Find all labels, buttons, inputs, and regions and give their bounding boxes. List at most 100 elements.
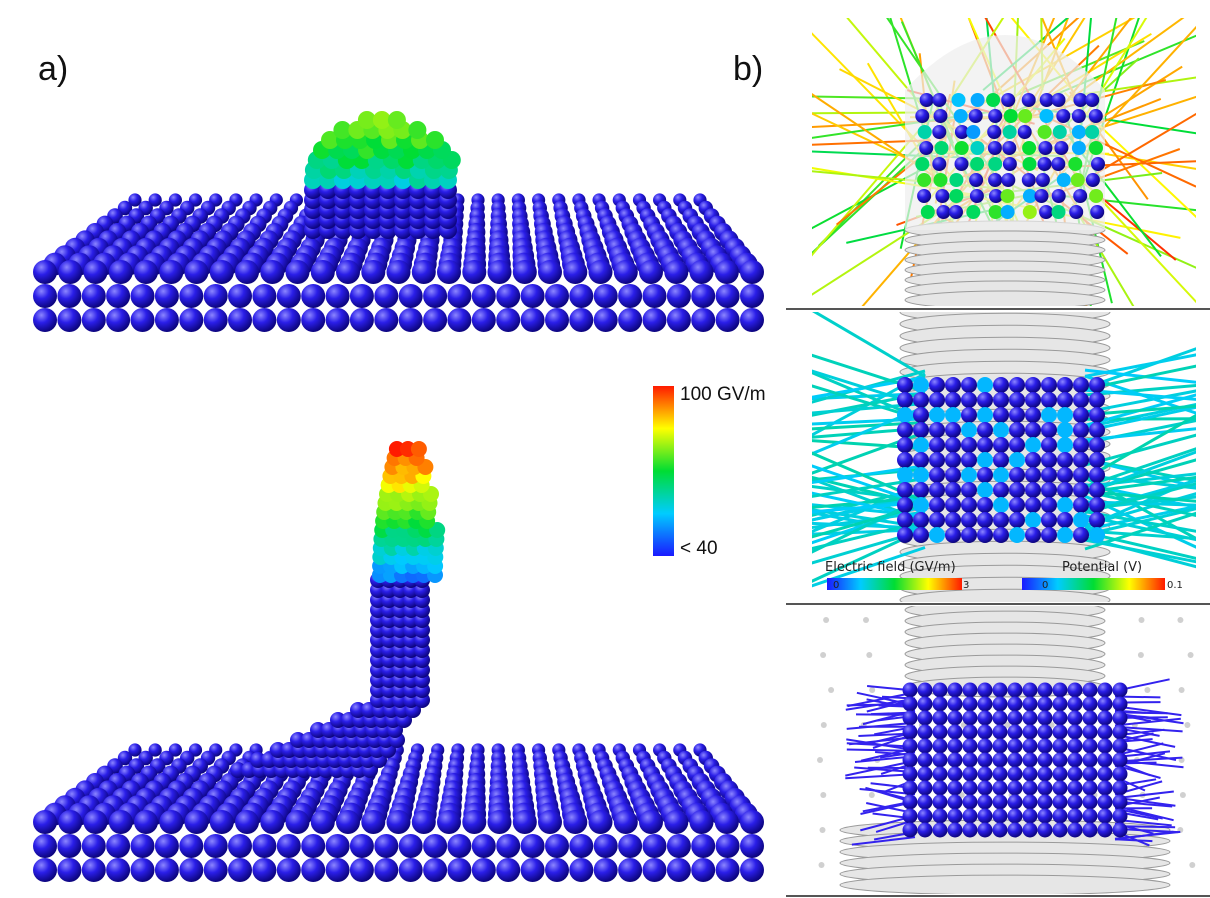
neck-atom <box>945 422 961 438</box>
slab-atom <box>715 858 740 882</box>
field-line <box>812 402 926 415</box>
neck-atom <box>961 467 977 483</box>
slab-atom <box>691 834 716 858</box>
field-line <box>1084 347 1196 390</box>
slab-atom <box>179 858 204 882</box>
field-line <box>1084 405 1196 433</box>
slab-atom <box>715 308 740 332</box>
neck-atom <box>1037 738 1053 754</box>
slab-atom <box>462 810 487 834</box>
slab-atom <box>106 308 131 332</box>
neck-atom <box>929 392 945 408</box>
tip-atom <box>915 109 930 123</box>
slab-atom <box>398 308 423 332</box>
tip-atom <box>1000 189 1015 203</box>
neck-atom <box>929 527 945 543</box>
field-line <box>1078 148 1196 170</box>
tip-atom <box>1090 205 1105 219</box>
slab-atom <box>285 260 310 284</box>
slab-atom <box>691 858 716 882</box>
tip-atom <box>1017 125 1032 139</box>
slab-atom <box>496 858 521 882</box>
background-atom <box>958 792 965 798</box>
potential-colorbar <box>1022 578 1165 590</box>
neck-atom <box>945 452 961 468</box>
neck-atom <box>1022 808 1038 824</box>
tip-atom <box>1085 93 1100 107</box>
field-line <box>1084 511 1196 551</box>
slab-atom <box>664 260 689 284</box>
neck-atom <box>290 732 306 748</box>
neck-atom <box>993 437 1009 453</box>
neck-atom <box>945 512 961 528</box>
neck-atom <box>1041 527 1057 543</box>
neck-atom <box>932 724 948 740</box>
neck-atom <box>913 497 929 513</box>
slab-atom <box>642 308 667 332</box>
tip-atom <box>1085 173 1100 187</box>
neck-atom <box>961 497 977 513</box>
neck-atom <box>1041 512 1057 528</box>
neck-atom <box>1009 452 1025 468</box>
neck-atom <box>977 482 993 498</box>
slab-atom <box>81 308 106 332</box>
slab-atom <box>512 810 537 834</box>
background-atom <box>1177 617 1184 623</box>
tip-atom <box>1039 205 1054 219</box>
neck-atom <box>1052 752 1068 768</box>
tip-atom <box>988 109 1003 123</box>
tip-atom <box>954 125 969 139</box>
neck-atom <box>1112 696 1128 712</box>
slab-atom <box>159 810 184 834</box>
neck-atom <box>945 482 961 498</box>
neck-atom <box>1082 766 1098 782</box>
bump-atom <box>333 121 352 139</box>
neck-atom <box>947 808 963 824</box>
field-line <box>812 546 926 588</box>
slab-atom <box>184 260 209 284</box>
background-atom <box>1004 722 1011 728</box>
neck-atom <box>913 482 929 498</box>
neck-atom <box>947 696 963 712</box>
neck-atom <box>961 392 977 408</box>
slab-atom <box>496 834 521 858</box>
slab-atom <box>613 260 638 284</box>
tip-atom <box>917 189 932 203</box>
field-line <box>812 312 926 378</box>
slab-atom <box>593 284 618 308</box>
background-atom <box>1137 652 1144 658</box>
neck-atom <box>993 512 1009 528</box>
neck-atom <box>1112 738 1128 754</box>
tip-atom <box>1001 173 1016 187</box>
neck-atom <box>1073 407 1089 423</box>
tip-atom <box>1003 109 1018 123</box>
neck-atom <box>1067 780 1083 796</box>
slab-atom <box>58 260 83 284</box>
slab-atom <box>437 810 461 834</box>
neck-atom <box>945 437 961 453</box>
neck-atom <box>929 422 945 438</box>
neck-atom <box>917 780 933 796</box>
slab-atom <box>666 308 691 332</box>
tip-atom <box>987 125 1002 139</box>
tip-atom <box>932 125 947 139</box>
colorbar-min-label: < 40 <box>680 538 718 559</box>
field-line <box>1114 725 1183 733</box>
neck-atom <box>1089 512 1105 528</box>
neck-atom <box>913 422 929 438</box>
slab-atom <box>563 810 588 834</box>
neck-atom <box>897 392 913 408</box>
tip-atom <box>968 109 983 123</box>
neck-atom <box>1057 482 1073 498</box>
neck-atom <box>350 702 366 718</box>
field-line <box>1084 413 1196 481</box>
tip-atom <box>949 173 964 187</box>
slab-atom <box>134 810 158 834</box>
slab-atom <box>423 284 448 308</box>
background-atom <box>869 687 876 693</box>
neck-atom <box>962 752 978 768</box>
slab-atom <box>423 308 448 332</box>
neck-atom <box>897 377 913 393</box>
neck-atom <box>1022 752 1038 768</box>
neck-atom <box>1009 527 1025 543</box>
